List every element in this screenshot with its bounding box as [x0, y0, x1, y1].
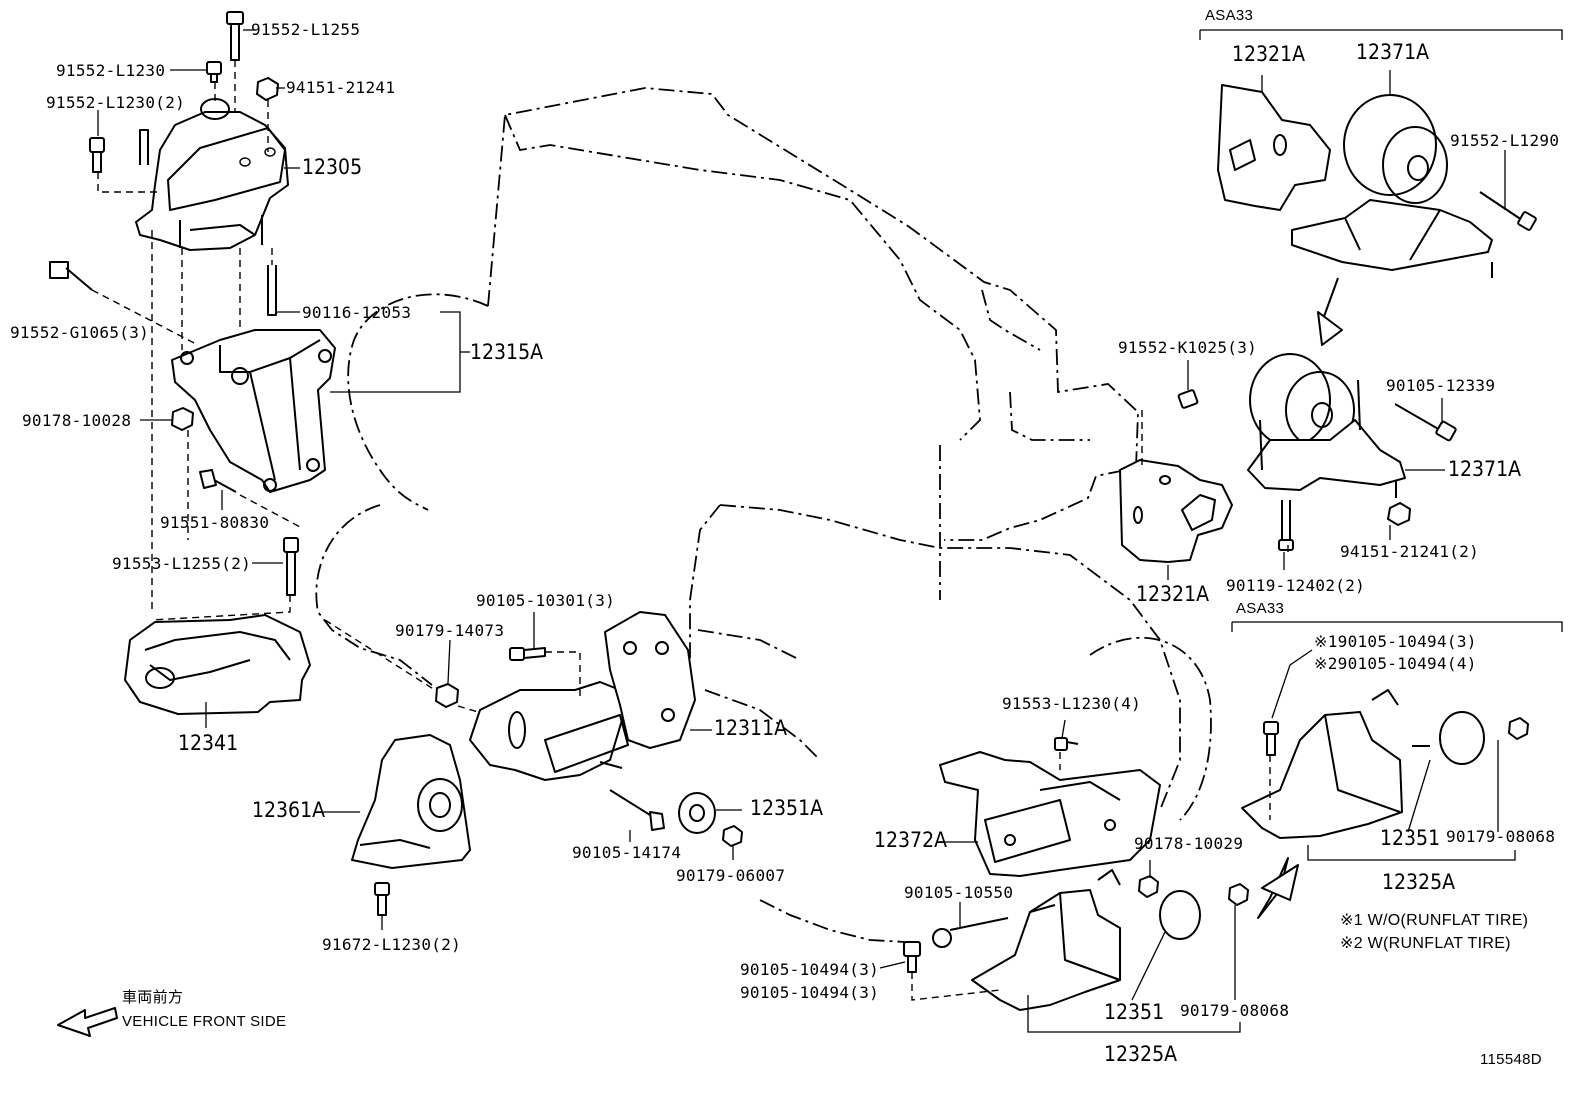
arrows [57, 1007, 118, 1037]
callout-91672-L1230-2: 91672-L1230(2) [322, 935, 462, 954]
bracket-12325A-asa33 [1241, 689, 1529, 839]
figure-id: 115548D [1480, 1051, 1542, 1068]
callout-90116-12053: 90116-12053 [302, 303, 412, 322]
callout-12371A: 12371A [1448, 457, 1522, 481]
callout-note1-90105-10494-3: ※190105-10494(3) [1314, 632, 1477, 651]
callout-90105-14174: 90105-14174 [572, 843, 682, 862]
callout-12325A-right: 12325A [1382, 870, 1456, 894]
callout-12321A-top: 12321A [1232, 42, 1306, 66]
callout-90105-10494-3-a: 90105-10494(3) [740, 960, 880, 979]
callout-91552-L1230: 91552-L1230 [56, 61, 166, 80]
callout-91552-G1065-3: 91552-G1065(3) [10, 323, 150, 342]
callout-12371A-top: 12371A [1356, 40, 1430, 64]
callout-12341: 12341 [178, 731, 239, 755]
callout-91553-L1255-2: 91553-L1255(2) [112, 554, 252, 573]
callout-12315A: 12315A [470, 340, 544, 364]
callout-90179-08068-right: 90179-08068 [1446, 827, 1556, 846]
callout-91552-L1290: 91552-L1290 [1450, 131, 1560, 150]
callout-91552-L1230-2: 91552-L1230(2) [46, 93, 186, 112]
mount-12305 [135, 98, 289, 251]
callout-90179-08068-bottom: 90179-08068 [1180, 1001, 1290, 1020]
callout-12305: 12305 [302, 155, 363, 179]
engine-outline [315, 87, 1212, 943]
callout-90178-10028: 90178-10028 [22, 411, 132, 430]
callout-12361A: 12361A [252, 798, 326, 822]
callout-91552-K1025-3: 91552-K1025(3) [1118, 338, 1258, 357]
bolts-top-left [89, 11, 279, 173]
leader-lines [97, 29, 1563, 1033]
callout-94151-21241: 94151-21241 [286, 78, 396, 97]
callout-12372A: 12372A [874, 828, 948, 852]
callout-12321A: 12321A [1136, 582, 1210, 606]
bracket-12321A [1119, 459, 1233, 563]
callout-90179-14073: 90179-14073 [395, 621, 505, 640]
callout-90179-06007: 90179-06007 [676, 866, 786, 885]
group-label-asa33-bottom: ASA33 [1236, 600, 1285, 617]
callout-note2-90105-10494-4: ※290105-10494(4) [1314, 654, 1477, 673]
callout-90105-10494-3-b: 90105-10494(3) [740, 983, 880, 1002]
callout-12351-right: 12351 [1380, 826, 1441, 850]
center-link [324, 619, 436, 691]
callout-90119-12402-2: 90119-12402(2) [1226, 576, 1366, 595]
bracket-12311A [469, 611, 696, 781]
callout-12311A: 12311A [714, 716, 788, 740]
callout-90178-10029: 90178-10029 [1134, 834, 1244, 853]
mount-12371A-asa33 [1217, 84, 1537, 346]
callout-90105-12339: 90105-12339 [1386, 376, 1496, 395]
group-label-asa33-top: ASA33 [1205, 7, 1254, 24]
bracket-12325A [903, 857, 1299, 1011]
callout-91551-80830: 91551-80830 [160, 513, 270, 532]
note-2: ※2 W(RUNFLAT TIRE) [1340, 935, 1511, 952]
callout-90105-10550: 90105-10550 [904, 883, 1014, 902]
direction-label-jp: 車両前方 [122, 989, 184, 1006]
callout-90105-10301-3: 90105-10301(3) [476, 591, 616, 610]
direction-label-en: VEHICLE FRONT SIDE [122, 1013, 287, 1030]
bracket-12372A [939, 737, 1161, 877]
callout-91553-L1230-4: 91553-L1230(4) [1002, 694, 1142, 713]
mount-12371A [1177, 353, 1457, 551]
dashed-lines [91, 60, 1289, 1001]
bracket-12341 [124, 537, 311, 715]
bracket-12315A [49, 261, 336, 493]
callout-12351-bottom: 12351 [1104, 1000, 1165, 1024]
mount-12361A [351, 734, 471, 916]
callout-12351A: 12351A [750, 796, 824, 820]
small-parts-center [435, 647, 743, 847]
note-1: ※1 W/O(RUNFLAT TIRE) [1340, 912, 1529, 929]
callout-91552-L1255: 91552-L1255 [251, 20, 361, 39]
callout-94151-21241-2: 94151-21241(2) [1340, 542, 1480, 561]
callout-12325A-bottom: 12325A [1104, 1042, 1178, 1066]
